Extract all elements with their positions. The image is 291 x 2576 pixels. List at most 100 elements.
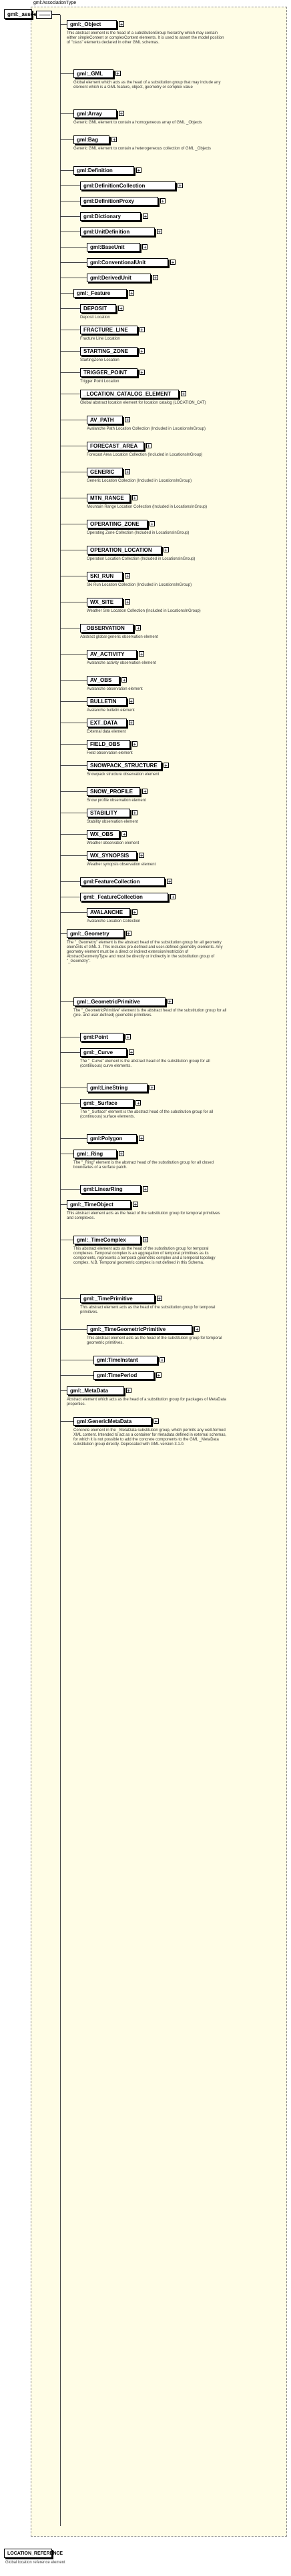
expand-icon[interactable]: + <box>133 1202 138 1208</box>
expand-icon[interactable]: + <box>153 275 158 281</box>
expand-icon[interactable]: + <box>125 1388 131 1394</box>
expand-icon[interactable]: + <box>131 741 137 747</box>
expand-icon[interactable]: + <box>129 290 135 296</box>
expand-icon[interactable]: + <box>131 495 137 501</box>
schema-element[interactable]: FIELD_OBS <box>87 740 130 749</box>
expand-icon[interactable]: + <box>143 1237 149 1243</box>
schema-element[interactable]: TRIGGER_POINT <box>80 368 137 377</box>
schema-element[interactable]: MTN_RANGE <box>87 494 130 502</box>
expand-icon[interactable]: + <box>156 1296 162 1302</box>
expand-icon[interactable]: + <box>139 1136 145 1142</box>
schema-element[interactable]: SKI_RUN <box>87 572 123 580</box>
expand-icon[interactable]: + <box>142 1186 148 1192</box>
schema-element[interactable]: gml:DerivedUnit <box>87 274 151 282</box>
expand-icon[interactable]: + <box>139 651 145 657</box>
expand-icon[interactable]: + <box>125 931 131 937</box>
schema-element[interactable]: gml:_Feature <box>73 289 127 298</box>
schema-element[interactable]: STABILITY <box>87 809 130 817</box>
schema-element[interactable]: OPERATING_ZONE <box>87 520 148 528</box>
expand-icon[interactable]: + <box>139 853 145 859</box>
schema-element[interactable]: SNOW_PROFILE <box>87 787 141 796</box>
expand-icon[interactable]: + <box>163 547 169 553</box>
expand-icon[interactable]: + <box>170 260 176 266</box>
schema-element[interactable]: gml:_TimeGeometricPrimitive <box>87 1325 193 1334</box>
schema-element[interactable]: gml:FeatureCollection <box>80 877 166 886</box>
expand-icon[interactable]: + <box>135 1100 141 1106</box>
expand-icon[interactable]: + <box>135 167 141 173</box>
schema-element[interactable]: gml:DefinitionCollection <box>80 181 176 190</box>
expand-icon[interactable]: + <box>142 244 148 250</box>
expand-icon[interactable]: + <box>121 677 127 683</box>
schema-element[interactable]: WX_SYNOPSIS <box>87 851 137 860</box>
schema-element[interactable]: WX_OBS <box>87 830 120 839</box>
expand-icon[interactable]: + <box>125 599 131 605</box>
schema-element[interactable]: gml:_GML <box>73 69 113 78</box>
expand-icon[interactable]: + <box>160 1357 165 1363</box>
schema-element[interactable]: gml:Array <box>73 109 117 118</box>
expand-icon[interactable]: + <box>111 137 117 143</box>
schema-element[interactable]: gml:Dictionary <box>80 212 141 221</box>
schema-element[interactable]: AV_PATH <box>87 416 123 424</box>
expand-icon[interactable]: + <box>118 306 124 312</box>
schema-element[interactable]: BULLETIN <box>87 697 127 706</box>
schema-element[interactable]: EXT_DATA <box>87 719 127 727</box>
expand-icon[interactable]: + <box>167 999 173 1005</box>
schema-element[interactable]: FRACTURE_LINE <box>80 326 137 334</box>
schema-element[interactable]: _OBSERVATION <box>80 624 134 632</box>
expand-icon[interactable]: + <box>125 469 131 475</box>
schema-element[interactable]: AVALANCHE <box>87 908 130 917</box>
schema-element[interactable]: gml:Definition <box>73 166 134 175</box>
schema-element[interactable]: gml:_Surface <box>80 1099 134 1108</box>
schema-element[interactable]: SNOWPACK_STRUCTURE <box>87 761 162 770</box>
expand-icon[interactable]: + <box>125 417 131 423</box>
expand-icon[interactable]: + <box>131 810 137 816</box>
expand-icon[interactable]: + <box>131 909 137 915</box>
expand-icon[interactable]: + <box>118 111 124 117</box>
expand-icon[interactable]: + <box>181 391 186 397</box>
expand-icon[interactable]: + <box>142 213 148 220</box>
expand-icon[interactable]: + <box>139 348 145 354</box>
expand-icon[interactable]: + <box>149 1085 155 1091</box>
schema-element[interactable]: gml:_Curve <box>80 1048 127 1057</box>
expand-icon[interactable]: + <box>177 183 183 189</box>
expand-icon[interactable]: + <box>128 699 134 705</box>
root-element[interactable]: gml:_association <box>4 9 51 19</box>
schema-element[interactable]: _LOCATION_CATALOG_ELEMENT <box>80 390 179 398</box>
expand-icon[interactable]: + <box>160 198 166 204</box>
schema-element[interactable]: gml:Bag <box>73 135 110 144</box>
expand-icon[interactable]: + <box>129 1049 134 1055</box>
schema-element[interactable]: gml:ConventionalUnit <box>87 258 168 267</box>
schema-element[interactable]: gml:_FeatureCollection <box>80 893 169 901</box>
expand-icon[interactable]: + <box>163 763 169 769</box>
expand-icon[interactable]: + <box>128 720 134 726</box>
expand-icon[interactable]: + <box>170 894 176 900</box>
expand-icon[interactable]: + <box>146 443 152 449</box>
expand-icon[interactable]: + <box>139 327 145 333</box>
schema-element[interactable]: gml:_Geometry <box>67 929 124 938</box>
schema-element[interactable]: OPERATION_LOCATION <box>87 546 162 554</box>
schema-element[interactable]: gml:_GeometricPrimitive <box>73 997 166 1006</box>
expand-icon[interactable]: + <box>156 229 162 235</box>
expand-icon[interactable]: + <box>153 1418 159 1424</box>
schema-element[interactable]: GENERIC <box>87 468 123 476</box>
expand-icon[interactable]: + <box>139 370 145 376</box>
location-reference-element[interactable]: LOCATION_REFERENCE <box>4 2549 63 2558</box>
expand-icon[interactable]: + <box>119 21 125 27</box>
schema-element[interactable]: gml:_TimePrimitive <box>80 1294 155 1303</box>
schema-element[interactable]: gml:BaseUnit <box>87 243 141 252</box>
expand-icon[interactable]: + <box>149 521 155 527</box>
schema-element[interactable]: gml:TimePeriod <box>93 1371 154 1380</box>
schema-element[interactable]: gml:_TimeComplex <box>73 1236 141 1244</box>
schema-element[interactable]: FORECAST_AREA <box>87 442 144 450</box>
schema-element[interactable]: gml:LinearRing <box>80 1185 141 1194</box>
expand-icon[interactable]: + <box>142 789 148 795</box>
schema-element[interactable]: gml:_TimeObject <box>67 1200 131 1209</box>
schema-element[interactable]: AV_ACTIVITY <box>87 650 137 659</box>
schema-element[interactable]: gml:LineString <box>87 1084 148 1092</box>
schema-element[interactable]: WX_SITE <box>87 598 123 606</box>
schema-element[interactable]: gml:_Ring <box>73 1150 117 1158</box>
schema-element[interactable]: gml:UnitDefinition <box>80 228 155 236</box>
expand-icon[interactable]: + <box>125 1034 131 1040</box>
schema-element[interactable]: gml:DefinitionProxy <box>80 197 158 205</box>
schema-element[interactable]: STARTING_ZONE <box>80 347 137 356</box>
